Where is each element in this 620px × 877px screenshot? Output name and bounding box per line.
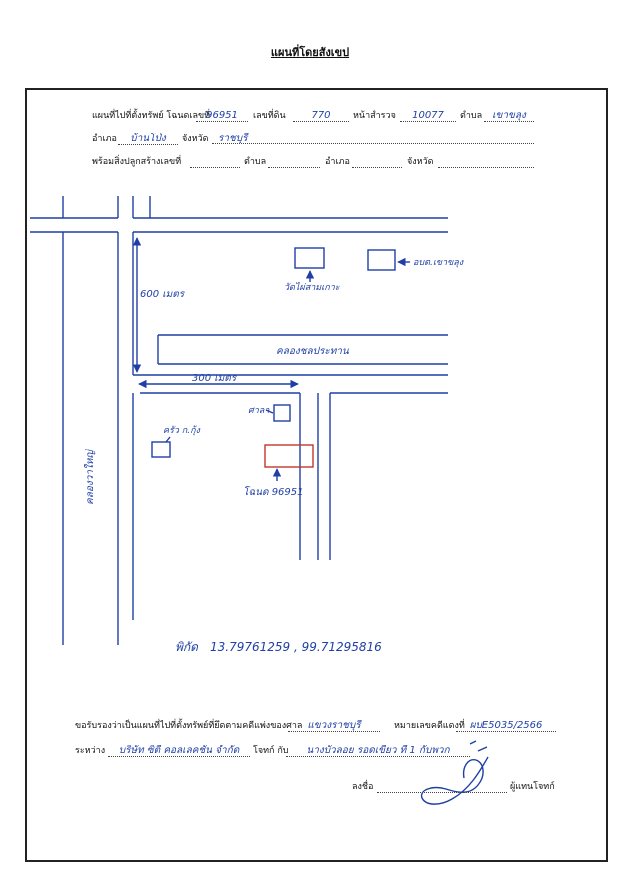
certify-label: ขอรับรองว่าเป็นแผนที่ไปที่ตั้งทรัพย์ที่ย… [75,721,303,731]
plaintiff-field: บริษัท ซิตี้ คอลเลคชั่น จำกัด [108,745,250,757]
parcel-marker [264,444,314,468]
sao-office-marker [367,249,396,271]
survey-label: หน้าสำรวจ [353,111,396,121]
side-canal-label: คลองวาใหญ่ [84,448,96,505]
building-label: พร้อมสิ่งปลูกสร้างเลขที่ [92,157,182,167]
plaintiff-with-label: โจทก์ กับ [253,746,289,756]
temple-marker [294,247,325,269]
pavilion-marker [273,404,291,422]
irrigation-canal [157,334,448,365]
pavilion-arrow [265,409,274,414]
parcel-label: โฉนด 96951 [243,486,304,498]
defendant-field: นางบัวลอย รอดเขียว ที่ 1 กับพวก [286,745,470,757]
coordinates-value: 13.79761259 , 99.71295816 [210,640,382,654]
signature [420,740,489,805]
distance-vertical-label: 600 เมตร [140,289,186,300]
building-subdistrict-label: ตำบล [244,157,267,167]
building-province-label: จังหวัด [407,157,434,167]
sao-office-label: อบต.เขาขลุง [413,258,464,268]
building-number-field [190,156,240,168]
kitchen-marker [151,441,171,458]
subdistrict-label: ตำบล [460,111,483,121]
between-label: ระหว่าง [75,746,106,756]
side-lane-stubs [62,196,151,218]
court-field: แขวงราชบุรี [288,720,380,732]
case-number-field: ผบE5035/2566 [456,720,556,732]
building-district-field [352,156,402,168]
subdistrict-field: เขาขลุง [484,110,534,122]
signature-line [377,781,507,793]
district-label: อำเภอ [92,134,117,144]
survey-number-field: 10077 [400,110,456,122]
land-number-field: 770 [293,110,349,122]
temple-label: วัดไผ่สามเกาะ [284,281,341,293]
document-frame [25,88,608,862]
canal-label: คลองชลประทาน [276,346,350,357]
case-label: หมายเลขคดีแดงที่ [394,721,465,731]
building-province-field [438,156,534,168]
kitchen-pointer [165,436,171,443]
province-label: จังหวัด [182,134,209,144]
kitchen-label: ครัว ก.กุ้ง [163,425,201,436]
pavilion-label: ศาลา [248,406,270,416]
branch-road [299,393,331,560]
distance-horizontal-label: 300 เมตร [192,373,238,384]
deed-number-field: 96951 [196,110,248,122]
building-subdistrict-field [268,156,320,168]
page-title: แผนที่โดยสังเขป [270,46,350,59]
building-district-label: อำเภอ [325,157,350,167]
district-field: บ้านโป่ง [118,133,178,145]
land-number-label: เลขที่ดิน [253,111,286,121]
map-label: แผนที่ไปที่ตั้งทรัพย์ โฉนดเลขที่ [92,111,211,121]
province-field: ราชบุรี [212,133,534,144]
sign-label: ลงชื่อ [352,782,374,792]
sign-role-label: ผู้แทนโจทก์ [510,782,555,792]
coordinates-label: พิกัด [175,640,199,654]
